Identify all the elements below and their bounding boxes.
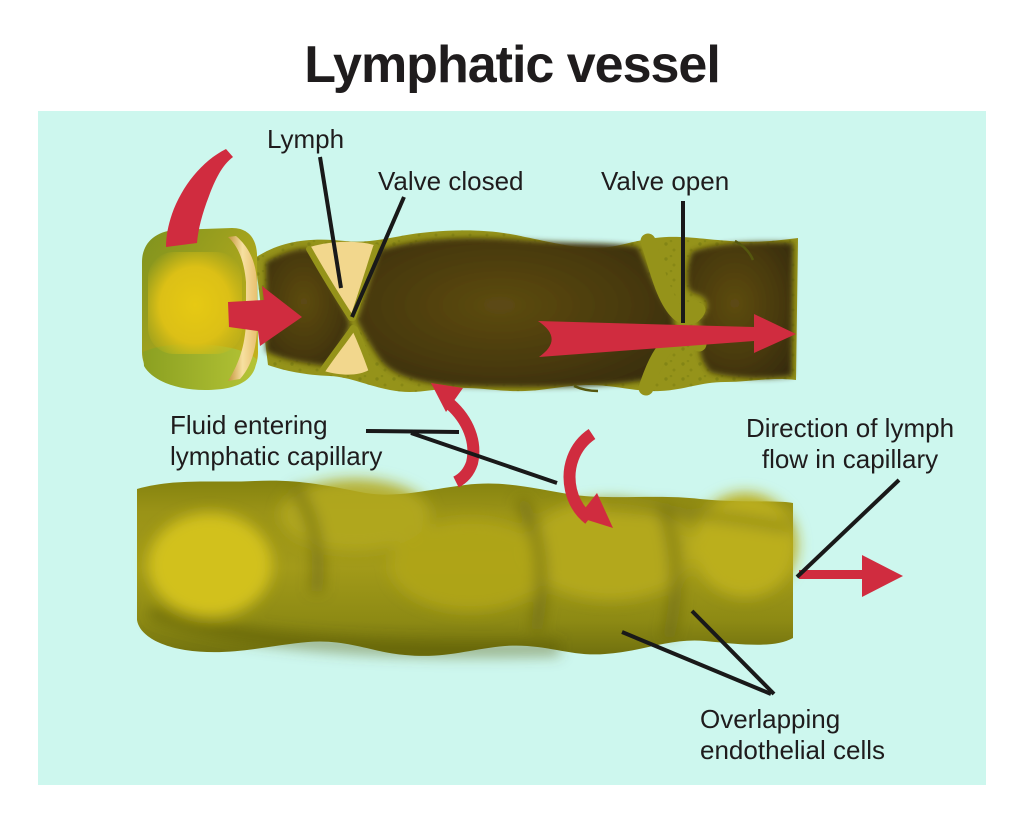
- cap-lower-lobe: [143, 344, 257, 390]
- bottom-capillary: [137, 479, 797, 657]
- direction-pointer-line: [795, 478, 901, 579]
- cell-lobe: [693, 493, 797, 597]
- entry-arrow-upper-head: [431, 383, 463, 412]
- label-overlapping-cells: Overlapping endothelial cells: [700, 704, 885, 766]
- inflow-curved-arrow: [166, 149, 233, 247]
- lumen-arrow-left: [228, 286, 302, 346]
- entry-arrow-lower-body: [563, 429, 596, 524]
- closed-valve-wall-line: [319, 325, 356, 374]
- label-direction-line1: Direction of lymph: [745, 413, 955, 443]
- entry-arrow-lower: [563, 429, 613, 528]
- overlapping-pointer-line-1: [621, 630, 772, 696]
- lumen-arrow-long: [538, 314, 796, 357]
- capillary-flow-arrow-shaft: [799, 570, 863, 579]
- pointer-lines: [318, 156, 901, 696]
- fluid-entering-pointer-line-2: [410, 431, 558, 485]
- label-fluid-entering: Fluid entering lymphatic capillary: [170, 410, 382, 472]
- entry-arrow-upper: [431, 383, 480, 488]
- capillary-flow-arrow-head: [862, 555, 903, 597]
- cell-crease: [599, 500, 791, 533]
- cell-crease: [655, 502, 683, 640]
- wall-seam: [573, 384, 599, 393]
- flow-arrows: [166, 149, 903, 597]
- cap-cut-rim: [228, 236, 257, 381]
- label-direction-of-flow: Direction of lymph flow in capillary: [716, 413, 984, 475]
- label-overlapping-line1: Overlapping: [700, 704, 841, 734]
- cell-crease: [289, 484, 325, 593]
- lymph-pointer-line: [318, 156, 343, 289]
- vessel-end-cap: [142, 228, 258, 390]
- open-valve-upper-flap: [640, 233, 706, 325]
- valve-closed-pointer-line: [350, 196, 406, 318]
- capillary-flow-arrow: [799, 555, 903, 597]
- overlapping-pointer-line-2: [690, 609, 776, 696]
- closed-valve-wall-line: [306, 246, 354, 321]
- cap-yellow-core: [148, 252, 242, 354]
- vessel-chamber-left: [266, 248, 350, 366]
- label-overlapping-line2: endothelial cells: [700, 735, 886, 765]
- entry-arrow-upper-body: [445, 399, 480, 488]
- entry-arrow-lower-head: [578, 493, 613, 528]
- label-direction-line2: flow in capillary: [761, 444, 939, 474]
- label-fluid-entering-line2: lymphatic capillary: [170, 441, 383, 471]
- cell-lobe: [148, 513, 272, 617]
- cell-crease: [514, 496, 548, 632]
- closed-valve-wall-line: [352, 326, 374, 372]
- cell-lobe: [525, 500, 695, 600]
- vessel-chamber-middle: [357, 238, 675, 388]
- top-vessel: [142, 228, 798, 396]
- cell-crease: [147, 604, 561, 657]
- wall-seam: [734, 239, 755, 261]
- label-valve-closed: Valve closed: [378, 166, 524, 196]
- figure-title: Lymphatic vessel: [304, 36, 721, 94]
- label-valve-open: Valve open: [601, 166, 730, 196]
- label-lymph: Lymph: [267, 124, 345, 154]
- cell-lobe: [390, 519, 550, 611]
- label-fluid-entering-line1: Fluid entering: [170, 410, 328, 440]
